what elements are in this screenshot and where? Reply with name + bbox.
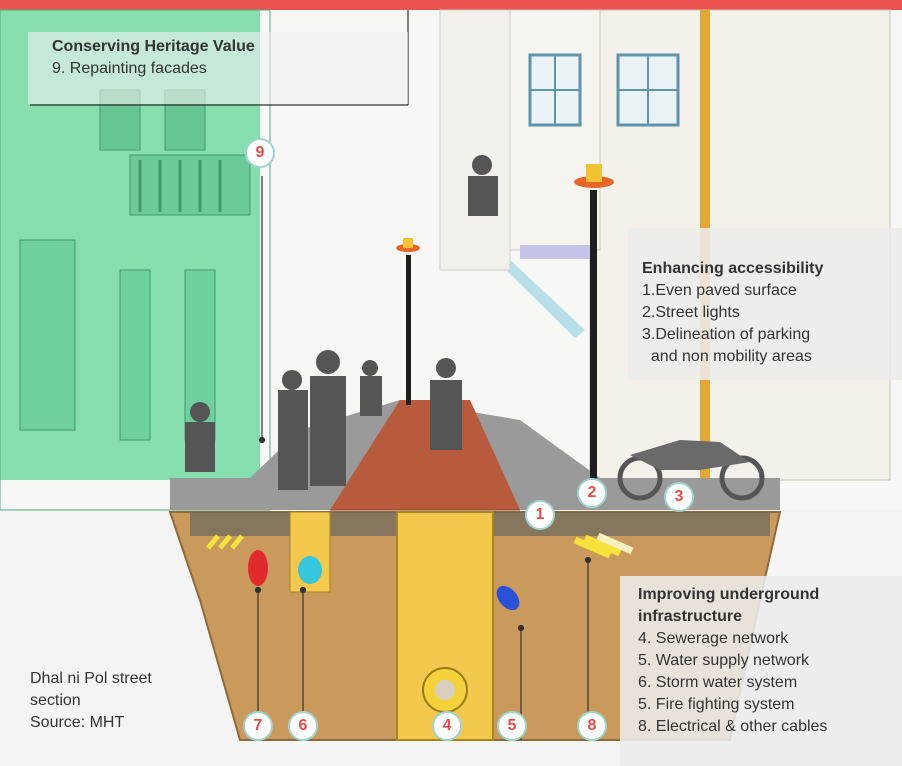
heritage-item: 9. Repainting facades (52, 60, 207, 77)
accessibility-item: and non mobility areas (642, 348, 812, 365)
underground-item: 5. Water supply network (638, 652, 810, 669)
doorway (19, 239, 76, 431)
marker-4: 4 (432, 711, 462, 741)
pipe-icon (248, 550, 268, 586)
accessibility-item: 3.Delineation of parking (642, 326, 811, 343)
accessibility-item: 1.Even paved surface (642, 282, 797, 299)
marker-7: 7 (243, 711, 273, 741)
heritage-title: Conserving Heritage Value (52, 38, 255, 55)
underground-item: 6. Storm water system (638, 674, 798, 691)
marker-3: 3 (664, 482, 694, 512)
street-lamp-icon (396, 238, 420, 405)
marker-1: 1 (525, 500, 555, 530)
right-building-front (499, 9, 601, 251)
street-sign (520, 245, 590, 259)
cable-bundle (206, 534, 244, 550)
caption-line: section (30, 692, 81, 709)
underground-item: 5. Fire fighting system (638, 696, 795, 713)
underground-title: Improving underground (638, 586, 820, 603)
underground-item: 4. Sewerage network (638, 630, 789, 647)
accessibility-title: Enhancing accessibility (642, 260, 824, 277)
pillar (119, 269, 151, 441)
accessibility-panel: Enhancing accessibility 1.Even paved sur… (628, 228, 902, 380)
brick-paved-lane (330, 400, 520, 510)
motorcycle-icon (617, 440, 765, 501)
marker-2: 2 (577, 478, 607, 508)
balcony (129, 154, 251, 216)
awning (498, 255, 585, 338)
pipe-icon (496, 585, 520, 611)
marker-5: 5 (497, 711, 527, 741)
underground-title-cont: infrastructure (638, 608, 743, 625)
underground-panel: Improving underground infrastructure 4. … (620, 576, 902, 766)
caption-line: Dhal ni Pol street (30, 670, 152, 687)
heritage-panel: Conserving Heritage Value 9. Repainting … (28, 32, 408, 104)
caption-source: Source: MHT (30, 714, 125, 731)
top-accent-bar (0, 0, 902, 10)
marker-9: 9 (245, 138, 275, 168)
mid-building (439, 9, 511, 271)
marker-6: 6 (288, 711, 318, 741)
person-silhouette-icon (185, 155, 498, 490)
pipe-icon (298, 556, 322, 584)
figure-caption: Dhal ni Pol street section Source: MHT (30, 668, 210, 734)
marker-8: 8 (577, 711, 607, 741)
accessibility-item: 2.Street lights (642, 304, 740, 321)
street-lamp-icon (574, 164, 614, 480)
cable-bundle (573, 532, 634, 559)
underground-item: 8. Electrical & other cables (638, 718, 828, 735)
